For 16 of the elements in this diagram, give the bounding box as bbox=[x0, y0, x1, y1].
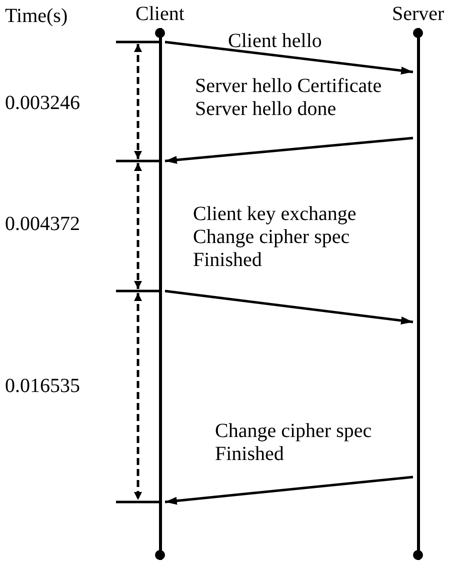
edge-label: Change cipher spec Finished bbox=[215, 420, 373, 466]
time-value: 0.004372 bbox=[5, 213, 80, 236]
edge-label: Server hello Certificate Server hello done bbox=[195, 75, 383, 121]
message-arrow bbox=[164, 290, 414, 324]
lifeline-label: Client bbox=[136, 3, 184, 26]
lifeline bbox=[155, 28, 165, 560]
message-arrow bbox=[164, 136, 414, 164]
axis-label: Time(s) bbox=[5, 5, 68, 28]
time-value: 0.016535 bbox=[5, 375, 80, 398]
message-arrow bbox=[164, 40, 414, 75]
time-value: 0.003246 bbox=[5, 92, 80, 115]
lifeline-label: Server bbox=[392, 3, 444, 26]
message-arrow bbox=[164, 476, 414, 505]
edge-label: Client hello bbox=[228, 30, 322, 53]
edge-label: Client key exchange Change cipher spec Finished bbox=[193, 203, 358, 272]
lifeline bbox=[413, 28, 423, 560]
